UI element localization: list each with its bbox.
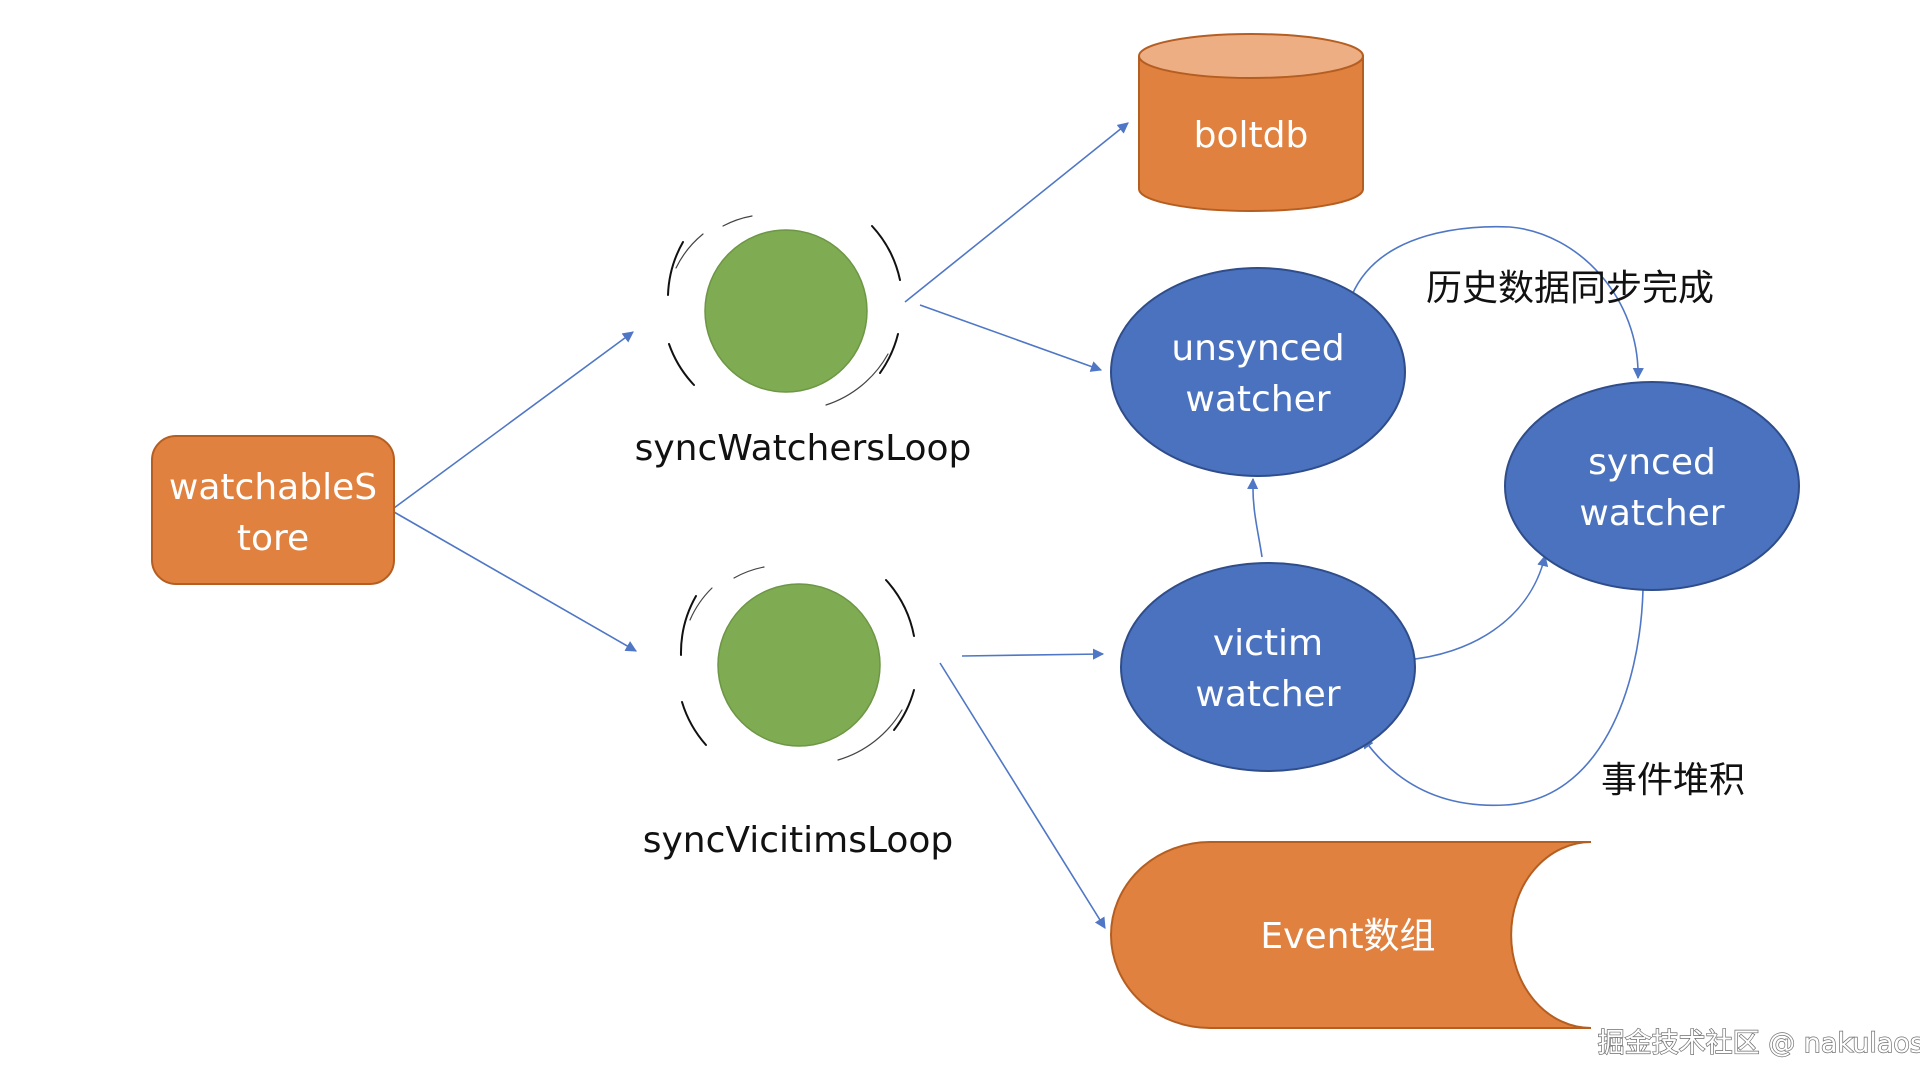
arrow-store-to-watchers-loop	[393, 331, 634, 509]
unsynced-watcher-label-line1: unsynced	[1171, 328, 1344, 369]
watermark: 掘金技术社区 @ nakulaos	[1598, 1028, 1920, 1059]
event-array-label: Event数组	[1260, 916, 1435, 957]
watchable-store-label-line2: tore	[237, 518, 309, 559]
sync-watchers-loop-label: syncWatchersLoop	[635, 428, 972, 469]
victim-watcher-label-line2: watcher	[1195, 674, 1340, 715]
history-sync-done-label: 历史数据同步完成	[1426, 268, 1714, 309]
motion-arc-icon	[668, 343, 695, 386]
motion-arc-icon	[722, 215, 753, 227]
event-array-node: Event数组	[1110, 841, 1592, 1029]
arrow-victim-to-unsynced	[1247, 477, 1263, 558]
motion-arc-icon	[885, 579, 915, 637]
sync-victims-loop-node: syncVicitimsLoop	[643, 566, 954, 861]
boltdb-cylinder-top	[1138, 33, 1364, 79]
sync-victims-loop-label: syncVicitimsLoop	[643, 820, 954, 861]
victim-watcher-ellipse	[1120, 562, 1416, 772]
arrow-store-to-victims-loop	[393, 511, 637, 652]
watchable-store-label-line1: watchableS	[169, 467, 377, 508]
boltdb-label: boltdb	[1194, 115, 1309, 156]
arrow-event-backlog	[1362, 589, 1644, 807]
motion-arc-icon	[825, 353, 889, 406]
watchable-store-box	[151, 435, 395, 585]
arrow-victims-loop-to-event-array	[939, 662, 1106, 929]
sync-victims-loop-circle	[717, 583, 881, 747]
arrow-victim-to-synced	[1404, 554, 1549, 661]
motion-arc-icon	[667, 241, 684, 296]
event-array-shape	[1110, 841, 1592, 1029]
arrow-history-sync-done	[1351, 225, 1644, 380]
motion-arc-icon	[871, 225, 901, 281]
motion-arc-icon	[681, 701, 707, 746]
motion-arc-icon	[879, 333, 899, 374]
unsynced-watcher-label-line2: watcher	[1185, 379, 1330, 420]
synced-watcher-label-line1: synced	[1588, 442, 1716, 483]
boltdb-node: boltdb	[1138, 33, 1364, 212]
motion-arc-icon	[893, 689, 915, 731]
unsynced-watcher-node: unsynced watcher	[1110, 267, 1406, 477]
watchable-store-node: watchableS tore	[151, 435, 395, 585]
synced-watcher-ellipse	[1504, 381, 1800, 591]
boltdb-cylinder-body	[1138, 56, 1364, 212]
sync-watchers-loop-circle	[704, 229, 868, 393]
motion-arc-icon	[679, 595, 697, 656]
arrow-watchers-loop-to-boltdb	[904, 122, 1129, 303]
arrow-victims-loop-to-victim	[961, 648, 1105, 660]
motion-arc-icon	[675, 233, 704, 269]
sync-watchers-loop-node: syncWatchersLoop	[635, 215, 972, 469]
synced-watcher-node: synced watcher	[1504, 381, 1800, 591]
unsynced-watcher-ellipse	[1110, 267, 1406, 477]
motion-arc-icon	[689, 587, 713, 621]
motion-arc-icon	[733, 566, 765, 579]
synced-watcher-label-line2: watcher	[1579, 493, 1724, 534]
event-backlog-label: 事件堆积	[1601, 760, 1745, 801]
victim-watcher-label-line1: victim	[1213, 623, 1323, 664]
motion-arc-icon	[837, 709, 903, 761]
arrow-watchers-loop-to-unsynced	[919, 304, 1103, 372]
victim-watcher-node: victim watcher	[1120, 562, 1416, 772]
